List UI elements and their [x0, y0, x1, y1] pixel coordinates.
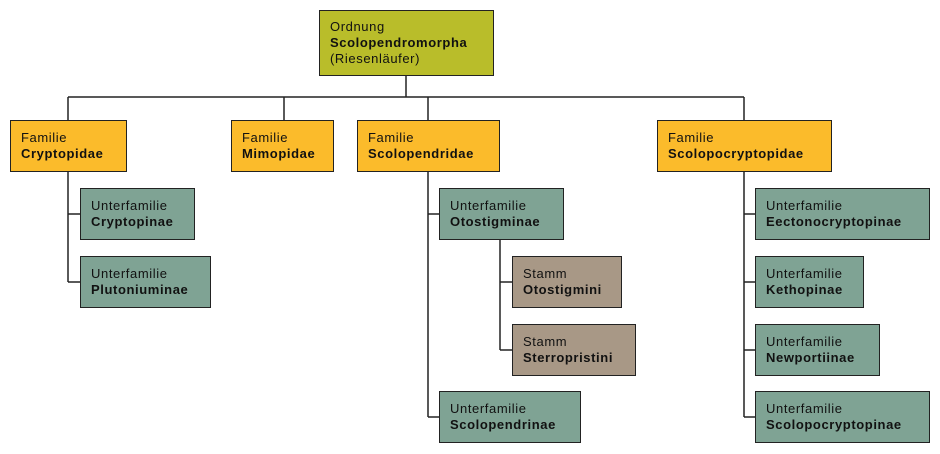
node-rank: Familie [21, 130, 68, 145]
node-name: Otostigminae [450, 214, 541, 229]
node-tribe-sterropristini: Stamm Sterropristini [512, 324, 636, 376]
node-name: Cryptopinae [91, 214, 174, 229]
node-name: Scolopendridae [368, 146, 474, 161]
node-subfamily-scolopendrinae: Unterfamilie Scolopendrinae [439, 391, 581, 443]
node-rank: Unterfamilie [91, 266, 168, 281]
node-name: Otostigmini [523, 282, 602, 297]
node-subfamily-plutoniuminae: Unterfamilie Plutoniuminae [80, 256, 211, 308]
node-subfamily-eectonocryptopinae: Unterfamilie Eectonocryptopinae [755, 188, 930, 240]
node-order-scolopendromorpha: Ordnung Scolopendromorpha (Riesenläufer) [319, 10, 494, 76]
node-name: Scolopocryptopidae [668, 146, 804, 161]
node-rank: Unterfamilie [766, 198, 843, 213]
node-rank: Unterfamilie [450, 401, 527, 416]
node-rank: Familie [242, 130, 289, 145]
node-subfamily-newportiinae: Unterfamilie Newportiinae [755, 324, 880, 376]
node-family-scolopendridae: Familie Scolopendridae [357, 120, 500, 172]
node-name: Scolopendromorpha [330, 35, 468, 50]
node-rank: Unterfamilie [450, 198, 527, 213]
node-name: Scolopendrinae [450, 417, 556, 432]
node-name: Mimopidae [242, 146, 316, 161]
node-rank: Familie [668, 130, 715, 145]
node-rank: Unterfamilie [766, 334, 843, 349]
node-name: Cryptopidae [21, 146, 104, 161]
node-rank: Stamm [523, 266, 568, 281]
node-name: Plutoniuminae [91, 282, 189, 297]
node-name: Scolopocryptopinae [766, 417, 902, 432]
node-rank: Unterfamilie [91, 198, 168, 213]
node-family-mimopidae: Familie Mimopidae [231, 120, 334, 172]
node-rank: Ordnung [330, 19, 385, 34]
node-subfamily-cryptopinae: Unterfamilie Cryptopinae [80, 188, 195, 240]
node-subfamily-scolopocryptopinae: Unterfamilie Scolopocryptopinae [755, 391, 930, 443]
node-name: Sterropristini [523, 350, 614, 365]
node-name: Newportiinae [766, 350, 855, 365]
node-subfamily-kethopinae: Unterfamilie Kethopinae [755, 256, 864, 308]
node-rank: Unterfamilie [766, 266, 843, 281]
node-rank: Unterfamilie [766, 401, 843, 416]
node-common-name: (Riesenläufer) [330, 51, 421, 66]
node-rank: Stamm [523, 334, 568, 349]
node-family-scolopocryptopidae: Familie Scolopocryptopidae [657, 120, 832, 172]
node-name: Kethopinae [766, 282, 843, 297]
node-subfamily-otostigminae: Unterfamilie Otostigminae [439, 188, 564, 240]
node-name: Eectonocryptopinae [766, 214, 902, 229]
node-tribe-otostigmini: Stamm Otostigmini [512, 256, 622, 308]
node-family-cryptopidae: Familie Cryptopidae [10, 120, 127, 172]
node-rank: Familie [368, 130, 415, 145]
